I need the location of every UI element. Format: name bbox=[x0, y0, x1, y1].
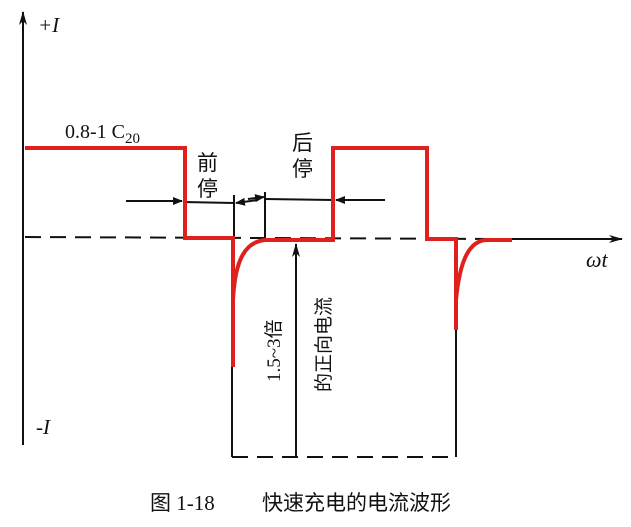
post-stop-label-2: 停 bbox=[292, 157, 313, 181]
x-axis-label: ωt bbox=[586, 247, 609, 272]
charge-level-label: 0.8-1 C20 bbox=[65, 121, 140, 147]
charge-waveform bbox=[25, 146, 512, 367]
discharge-label-1: 1.5~3倍 bbox=[263, 319, 285, 382]
post-stop-span bbox=[264, 198, 334, 201]
post-stop-label-1: 后 bbox=[292, 131, 313, 155]
pre-stop-span bbox=[182, 201, 235, 204]
pre-stop-label-1: 前 bbox=[197, 151, 218, 175]
y-negative-label: -I bbox=[36, 415, 51, 439]
caption-title: 快速充电的电流波形 bbox=[262, 491, 451, 515]
y-positive-label: +I bbox=[38, 13, 60, 37]
discharge-label-2: 的正向电流 bbox=[313, 297, 335, 392]
caption-number: 图 1-18 bbox=[150, 491, 215, 515]
pre-stop-label-2: 停 bbox=[197, 177, 218, 201]
zero-baseline bbox=[24, 236, 501, 240]
post-stop-arrow-left bbox=[247, 194, 265, 203]
pre-stop-arrow-right bbox=[235, 197, 259, 206]
